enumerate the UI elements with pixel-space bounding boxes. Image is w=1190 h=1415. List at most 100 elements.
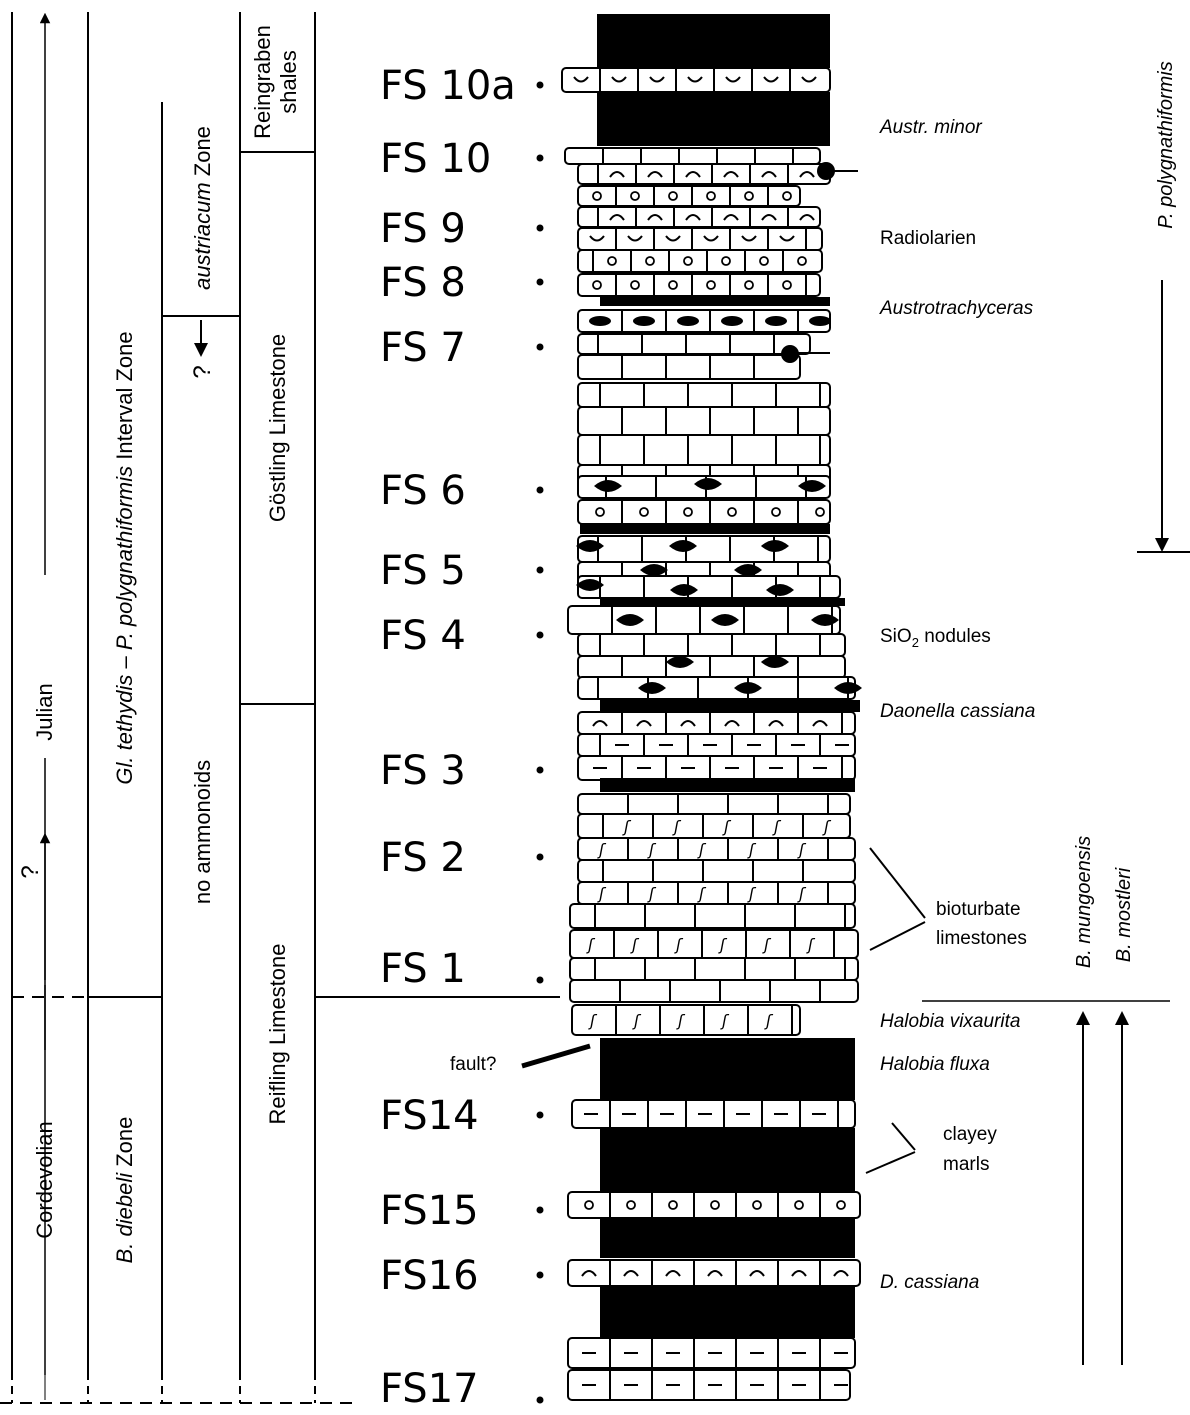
shell-symbol [609, 171, 625, 178]
bioturbation-symbol: ʃ [622, 817, 632, 836]
bed-fs5-a [577, 535, 831, 563]
bed-fs7-c [577, 382, 831, 408]
bioturbate-leader-2 [869, 921, 926, 951]
radiolarian-symbol [797, 256, 807, 266]
bed-outline [577, 309, 831, 333]
sample-label-fs2: FS 2 [380, 835, 466, 881]
shale-fs6 [580, 524, 830, 534]
bioturbation-symbol: ʃ [797, 884, 807, 903]
chert-symbol [809, 316, 831, 326]
bed-fs9-b [577, 206, 821, 228]
bed-fs1-c [569, 957, 859, 981]
bed-fs3-a [577, 711, 856, 735]
clayey-leader-2 [865, 1151, 916, 1174]
bed-outline [577, 676, 856, 700]
nodule-fs4-5 [761, 656, 789, 668]
radiolarian-symbol [782, 280, 792, 290]
austriacum-suffix: Zone [190, 126, 215, 182]
sample-dot-fs5 [536, 566, 544, 574]
sample-label-fs1: FS 1 [380, 946, 466, 992]
bed-outline [569, 979, 859, 1003]
bed-outline [577, 535, 831, 563]
nodule-fs4-3 [811, 614, 839, 626]
sample-dot-fs14 [536, 1111, 544, 1119]
ann-halobia-fluxa: Halobia fluxa [880, 1054, 990, 1075]
shale-fs15 [600, 1218, 855, 1258]
zone-taxon-2: P. polygnathiformis [112, 466, 137, 650]
nodule-fs6-1 [594, 480, 622, 492]
bed-fs6-a [577, 406, 831, 436]
bed-outline [577, 837, 856, 861]
bed-fs9-a [577, 185, 801, 207]
shell-symbol [723, 171, 739, 178]
shell-symbol [623, 1270, 639, 1277]
shell-symbol [665, 1270, 681, 1277]
sample-dot-fs17 [536, 1396, 544, 1404]
radiolarian-symbol [782, 191, 792, 201]
bioturbation-symbol: ʃ [762, 935, 772, 954]
bed-outline [577, 813, 851, 839]
range-arrows [922, 280, 1190, 1365]
nodule-fs6-3 [798, 480, 826, 492]
ann-halobia-vixaurita: Halobia vixaurita [880, 1011, 1020, 1032]
radiolarian-symbol [710, 1200, 720, 1210]
bed-fs4-d [577, 676, 856, 700]
bed-outline [577, 633, 846, 657]
shell-symbol [573, 76, 589, 83]
ann-d-cassiana: D. cassiana [880, 1272, 979, 1293]
shell-symbol [649, 76, 665, 83]
shell-symbol [799, 214, 815, 221]
sample-dot-fs16 [536, 1271, 544, 1279]
bioturbation-symbol: ʃ [822, 817, 832, 836]
bioturbation-symbol: ʃ [797, 840, 807, 859]
bioturbation-symbol: ʃ [588, 1011, 598, 1030]
nodule-fs6-2 [694, 478, 722, 490]
shale-fs8 [600, 297, 830, 306]
range-p-polygnathiformis: P. polygnathiformis [1155, 61, 1177, 229]
radiolarian-symbol [668, 191, 678, 201]
bed-outline [577, 881, 856, 905]
bioturbation-symbol: ʃ [674, 935, 684, 954]
radiolarian-symbol [592, 280, 602, 290]
shale-fs4 [600, 700, 860, 712]
bed-outline [577, 185, 801, 207]
shell-symbol [761, 171, 777, 178]
sample-dot-fs7 [536, 343, 544, 351]
shell-symbol [761, 214, 777, 221]
shell-symbol [833, 1270, 849, 1277]
bioturbation-symbol: ʃ [764, 1011, 774, 1030]
shell-symbol [647, 171, 663, 178]
radiolarian-symbol [706, 280, 716, 290]
radiolarian-symbol [626, 1200, 636, 1210]
bed-outline [577, 249, 823, 273]
sample-dot-fs3 [536, 766, 544, 774]
sample-label-fs4: FS 4 [380, 613, 466, 659]
zone-suffix: Interval Zone [112, 331, 137, 466]
ann-austr-minor: Austr. minor [879, 117, 982, 138]
ann-sio2-nodules: SiO2 nodules [880, 626, 991, 650]
nodule-fs4-4 [666, 656, 694, 668]
nodule-fs5-3 [761, 540, 789, 552]
bioturbation-symbol: ʃ [718, 935, 728, 954]
zone-taxon-1: Gl. tethydis [112, 675, 137, 785]
shell-symbol [703, 235, 719, 242]
bed-outline [567, 1191, 861, 1219]
nodule-fs5-2 [669, 540, 697, 552]
bed-fs4-c [577, 655, 846, 679]
sample-label-fs3: FS 3 [380, 748, 466, 794]
bioturbation-symbol: ʃ [697, 840, 707, 859]
bioturbation-symbol: ʃ [632, 1011, 642, 1030]
radiolarian-symbol [727, 507, 737, 517]
radiolarian-symbol [683, 256, 693, 266]
range-b-mungoensis: B. mungoensis [1073, 836, 1095, 968]
sample-label-fs8: FS 8 [380, 260, 466, 306]
sample-label-fs10: FS 10 [380, 136, 491, 182]
sample-dot-fs6 [536, 486, 544, 494]
sio2-subscript: 2 [912, 635, 919, 650]
ammonite-marker-fs7 [781, 345, 799, 363]
radiolarian-symbol [595, 507, 605, 517]
bed-outline [577, 575, 841, 599]
